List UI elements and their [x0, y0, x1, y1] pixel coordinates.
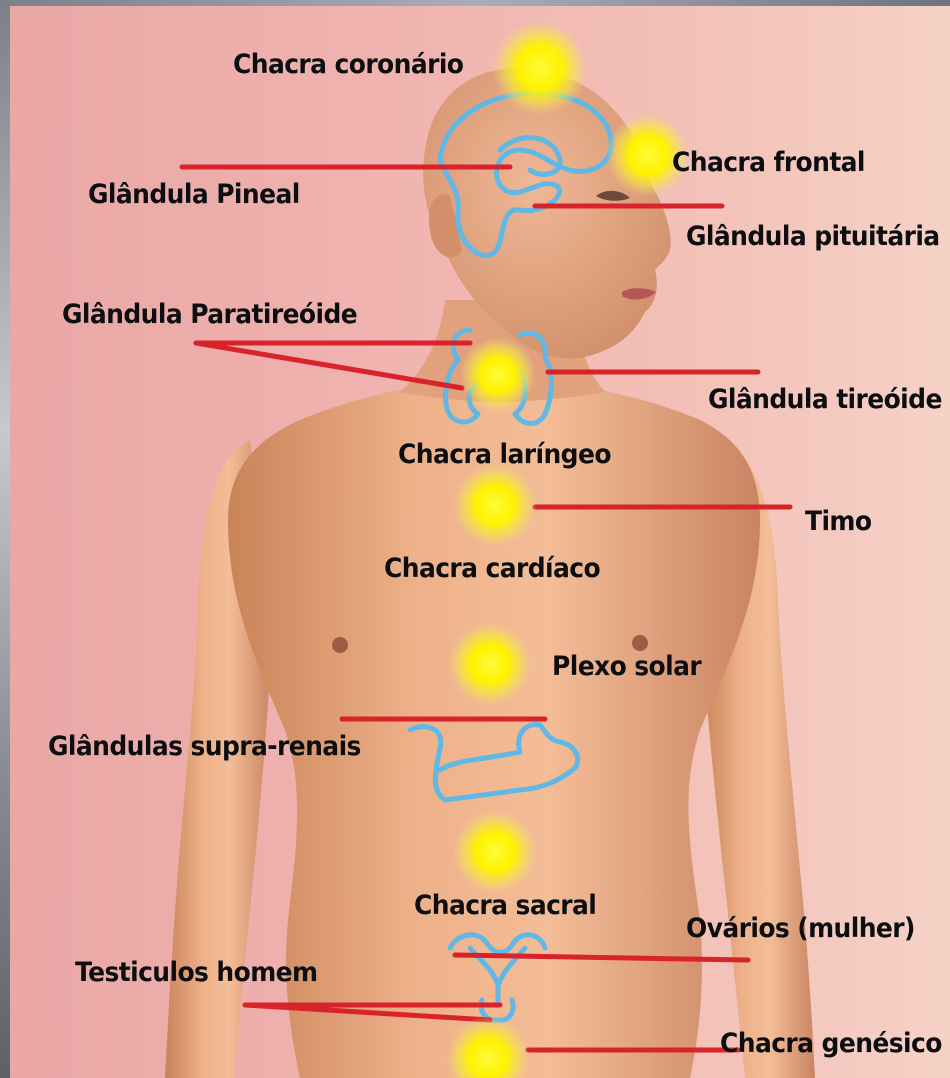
label-chacra-laringeo: Chacra laríngeo	[398, 438, 611, 469]
label-glandula-pituitaria: Glândula pituitária	[686, 220, 940, 251]
label-chacra-cardiaco: Chacra cardíaco	[384, 552, 600, 583]
heart-chakra-glow	[453, 463, 537, 547]
label-glandula-pineal: Glândula Pineal	[88, 178, 300, 209]
label-chacra-sacral: Chacra sacral	[414, 889, 596, 920]
label-chacra-coronario: Chacra coronário	[233, 48, 463, 79]
label-chacra-genesico: Chacra genésico	[720, 1027, 942, 1058]
label-glandula-paratireoide: Glândula Paratireóide	[62, 298, 357, 329]
solar-plexus-chakra-glow	[448, 622, 532, 706]
sacral-chakra-glow	[453, 810, 537, 894]
label-glandulas-supra-renais: Glândulas supra-renais	[48, 730, 361, 761]
parathyroid-pointer-lower	[196, 343, 462, 388]
label-plexo-solar: Plexo solar	[552, 650, 701, 681]
throat-chakra-glow	[460, 337, 536, 413]
crown-chakra-glow	[492, 20, 588, 116]
label-testiculos: Testiculos homem	[75, 956, 317, 987]
label-ovarios: Ovários (mulher)	[686, 912, 915, 943]
label-timo: Timo	[805, 505, 871, 536]
label-glandula-tireoide: Glândula tireóide	[708, 383, 942, 414]
label-chacra-frontal: Chacra frontal	[672, 146, 865, 177]
